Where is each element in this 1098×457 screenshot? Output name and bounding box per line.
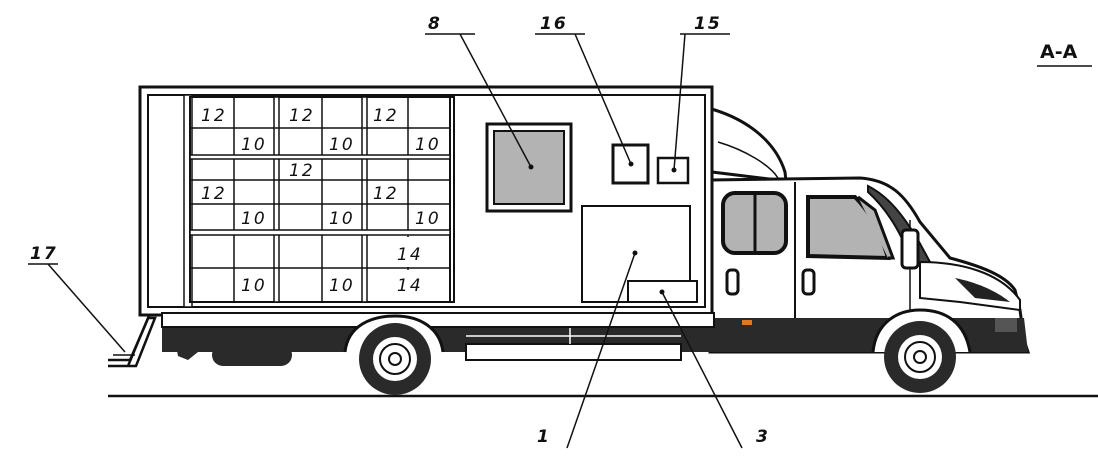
rear-wheel [343,314,445,395]
shelf-label-r3c3: 12 [373,184,399,204]
callout-8: 8 [428,14,442,34]
shelf-label-r3c1: 12 [201,184,227,204]
shelf-label-r2c2: 10 [329,135,355,155]
shelf-label-r3c2: 12 [289,161,315,181]
shelf-label-r1c1: 12 [201,106,227,126]
side-skirt [465,343,682,361]
shelf-label-r2c3: 10 [415,135,441,155]
shelf-label-r1c2: 12 [289,106,315,126]
shelf-label-r6c3: 14 [397,276,423,296]
callout-17: 17 [30,244,58,264]
rear-ladder [108,313,157,368]
shelf-label-r5c3: 14 [397,245,423,265]
component-box-15 [656,156,690,185]
shelf-label-r2c1: 10 [241,135,267,155]
shelf-label-r4c1: 10 [241,209,267,229]
shelf-label-r6c2: 10 [329,276,355,296]
cab-body [708,176,1031,354]
callout-16: 16 [540,14,568,34]
body-floor-rail [161,312,715,328]
leader-lines [28,33,1092,449]
component-box-3 [627,280,698,303]
component-window-8 [485,122,573,213]
shelf-label-r4c3: 10 [415,209,441,229]
truck-cab [706,106,1031,354]
shelf-label-r6c1: 10 [241,276,267,296]
callout-15: 15 [694,14,722,34]
cab-lower-band [710,318,1028,352]
fuel-tank [212,344,292,366]
shelf-label-r1c3: 12 [373,106,399,126]
section-label: A-A [1040,41,1078,63]
callout-1: 1 [537,427,551,447]
callout-3: 3 [756,427,770,447]
side-mirror [900,228,920,270]
shelf-label-r4c2: 10 [329,209,355,229]
roof-deflector [706,106,788,183]
front-wheel [871,308,972,393]
shelving-unit: 12 12 12 10 10 10 12 12 12 10 10 10 14 1… [189,96,455,303]
